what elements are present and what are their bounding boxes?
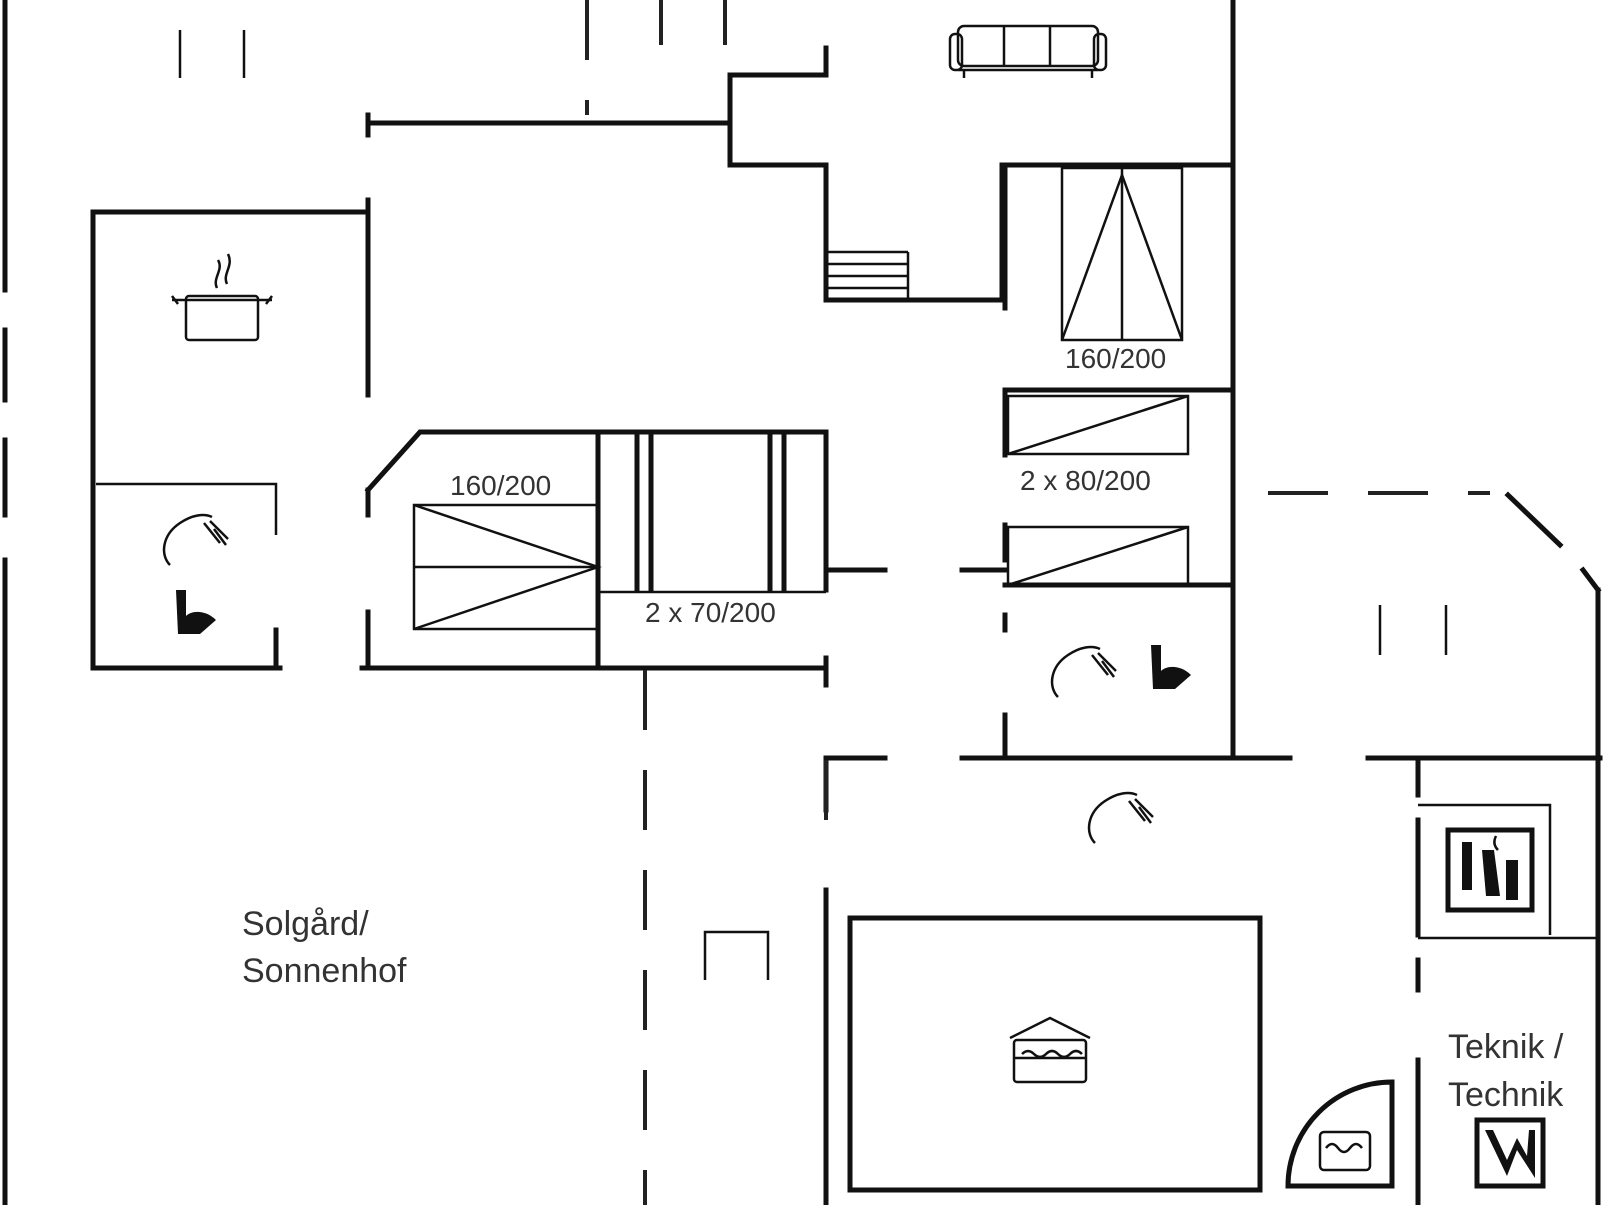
bed-label-center-twin: 2 x 70/200 [645, 597, 776, 628]
bed-label-right-twin: 2 x 80/200 [1020, 465, 1151, 496]
bed-label-center-left: 160/200 [450, 470, 551, 501]
sauna-icon [1445, 827, 1535, 913]
window-marks [178, 30, 1448, 980]
bed-label-top-right: 160/200 [1065, 343, 1166, 374]
shower-icon [1087, 791, 1154, 844]
heat-pump-icon [1474, 1117, 1546, 1189]
cooking-pot-icon [171, 253, 273, 342]
tech-label-line2: Technik [1448, 1076, 1564, 1114]
tech-label-line1: Teknik / [1448, 1028, 1564, 1066]
toilet-icon [176, 590, 216, 634]
shower-icon [162, 513, 229, 566]
stairs [826, 250, 910, 300]
bed-right-twin [1006, 394, 1190, 587]
spa-pool [847, 915, 1263, 1193]
dashed-lines [585, 0, 1490, 1205]
bed-center-left [412, 503, 602, 631]
bed-center-twin [634, 431, 787, 593]
shower-icon [1050, 645, 1117, 698]
bed-top-right [1060, 166, 1184, 342]
spa-icon [1009, 1016, 1091, 1084]
toilet-icon [1151, 645, 1191, 689]
terrace-label-line1: Solgård/ [242, 905, 369, 943]
sofa-icon [948, 24, 1108, 78]
washer-icon [1285, 1079, 1395, 1189]
terrace-label-line2: Sonnenhof [242, 952, 407, 990]
